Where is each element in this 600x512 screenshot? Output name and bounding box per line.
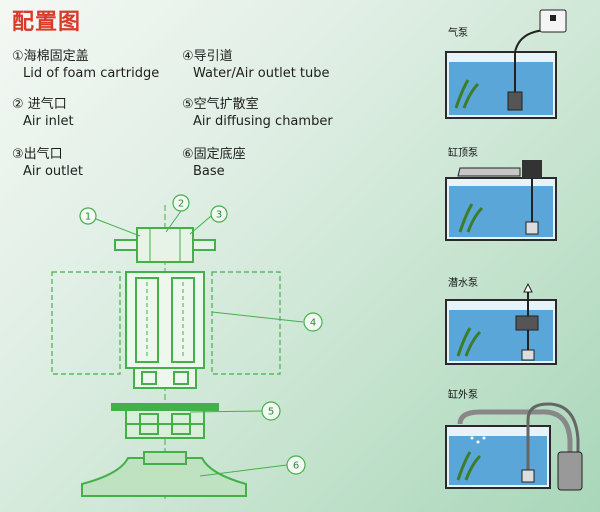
callout-5: 5 (268, 407, 274, 418)
plant-icon (456, 327, 482, 357)
plant-icon (454, 79, 480, 109)
submersible-pump-icon (515, 315, 539, 331)
plant-icon (458, 203, 484, 233)
up-arrow-icon (523, 282, 533, 293)
legend-item-diffusing-chamber: ⑤空气扩散室 Air diffusing chamber (182, 96, 333, 130)
base-part (81, 451, 247, 497)
diffusing-chamber-part (111, 403, 219, 439)
legend-en: Water/Air outlet tube (193, 66, 330, 81)
legend-en: Air diffusing chamber (193, 114, 333, 129)
legend-en: Air inlet (23, 114, 74, 129)
legend-zh: ⑥固定底座 (182, 147, 246, 162)
page-title: 配置图 (12, 10, 82, 35)
callout-3: 3 (216, 210, 222, 221)
callout-2: 2 (178, 199, 184, 210)
legend-zh: ⑤空气扩散室 (182, 97, 259, 112)
legend-en: Air outlet (23, 164, 83, 179)
legend-item-base: ⑥固定底座 Base (182, 146, 246, 180)
legend-zh: ①海棉固定盖 (12, 49, 89, 64)
callout-4: 4 (310, 318, 316, 329)
water (449, 62, 553, 115)
foam-left (51, 271, 121, 375)
foam-right (211, 271, 281, 375)
aquarium-submersible-pump (445, 282, 557, 365)
callout-6: 6 (293, 461, 299, 472)
legend-item-lid: ①海棉固定盖 Lid of foam cartridge (12, 48, 159, 82)
legend-zh: ④导引道 (182, 49, 233, 64)
setup-label-external-pump: 缸外泵 (448, 390, 478, 401)
setup-label-submersible-pump: 潜水泵 (448, 278, 478, 289)
callout-1: 1 (85, 212, 91, 223)
aquarium-air-pump (445, 9, 567, 119)
legend-item-outlet-tube: ④导引道 Water/Air outlet tube (182, 48, 330, 82)
setup-label-air-pump: 气泵 (448, 28, 468, 39)
legend-item-air-inlet: ② 进气口 Air inlet (12, 96, 74, 130)
setup-label-top-pump: 缸顶泵 (448, 148, 478, 159)
legend-item-air-outlet: ③出气口 Air outlet (12, 146, 83, 180)
legend-zh: ② 进气口 (12, 97, 67, 112)
aquarium-external-pump (445, 402, 583, 491)
top-pump-icon (522, 160, 542, 178)
lid-part (114, 227, 216, 263)
legend-en: Base (193, 164, 225, 179)
aquarium-top-pump (445, 160, 557, 241)
legend-zh: ③出气口 (12, 147, 63, 162)
legend-en: Lid of foam cartridge (23, 66, 160, 81)
outlet-tube-part (125, 271, 205, 389)
external-pump-icon (557, 451, 583, 491)
plant-icon (456, 451, 482, 481)
